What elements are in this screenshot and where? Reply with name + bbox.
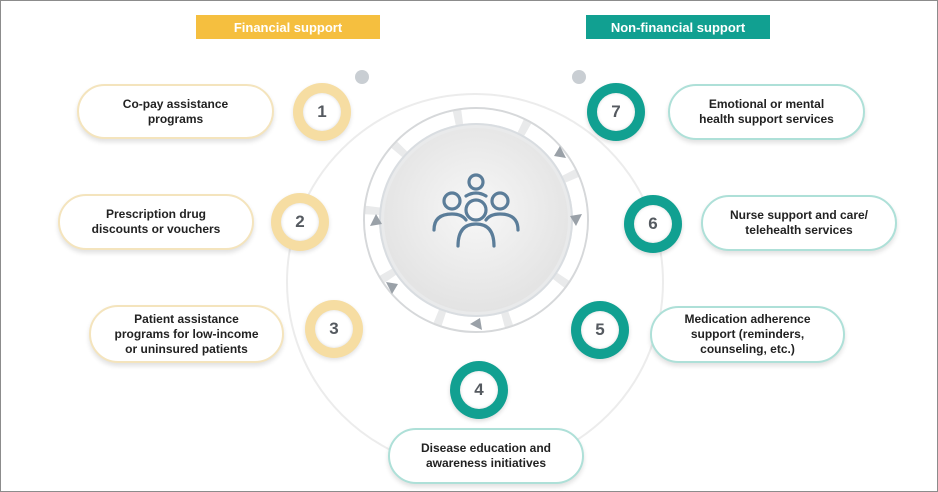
ring-endpoint-right: [572, 70, 586, 84]
step-4-badge: 4: [450, 361, 508, 419]
step-5-number: 5: [581, 311, 619, 349]
item-patient-assistance-programs: Patient assistance programs for low-inco…: [89, 305, 284, 363]
item-co-pay-assistance: Co-pay assistance programs: [77, 84, 274, 139]
step-7-number: 7: [597, 93, 635, 131]
non-financial-support-header: Non-financial support: [586, 15, 770, 39]
people-group-icon: [432, 173, 520, 248]
financial-support-header: Financial support: [196, 15, 380, 39]
item-medication-adherence: Medication adherence support (reminders,…: [650, 306, 845, 363]
step-3-badge: 3: [305, 300, 363, 358]
step-1-number: 1: [303, 93, 341, 131]
step-2-number: 2: [281, 203, 319, 241]
item-nurse-support: Nurse support and care/ telehealth servi…: [701, 195, 897, 251]
step-7-badge: 7: [587, 83, 645, 141]
item-prescription-drug-discounts: Prescription drug discounts or vouchers: [58, 194, 254, 250]
item-disease-education: Disease education and awareness initiati…: [388, 428, 584, 484]
item-emotional-mental-health: Emotional or mental health support servi…: [668, 84, 865, 140]
step-5-badge: 5: [571, 301, 629, 359]
step-4-number: 4: [460, 371, 498, 409]
ring-endpoint-left: [355, 70, 369, 84]
central-hub: [362, 106, 590, 334]
step-2-badge: 2: [271, 193, 329, 251]
step-3-number: 3: [315, 310, 353, 348]
step-1-badge: 1: [293, 83, 351, 141]
step-6-badge: 6: [624, 195, 682, 253]
step-6-number: 6: [634, 205, 672, 243]
hub-graphic: [363, 107, 589, 333]
